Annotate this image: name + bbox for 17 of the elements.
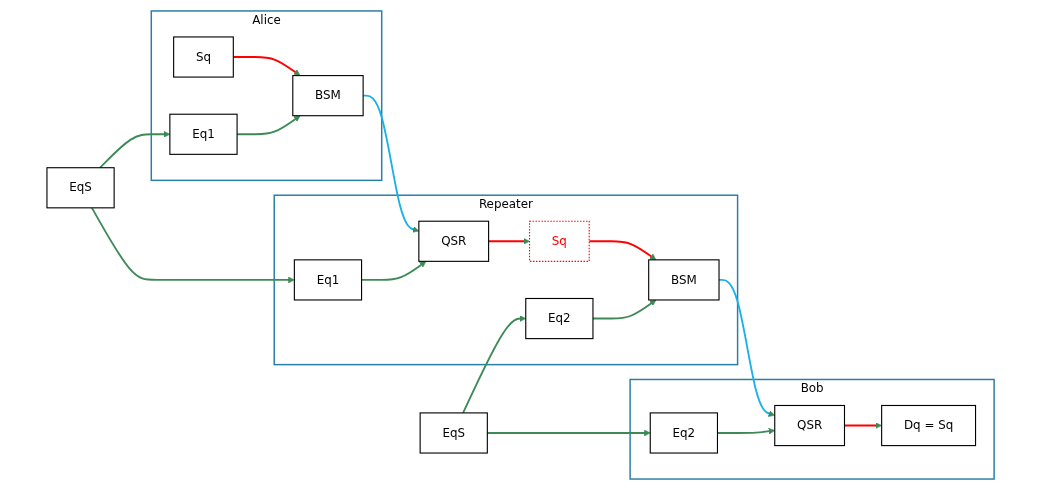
arrow: [99, 131, 171, 169]
arrow: [844, 422, 883, 429]
node-box: Dq = Sq: [881, 404, 977, 447]
node-box: QSR: [774, 404, 846, 447]
arrow: [462, 315, 527, 414]
node-box: BSM: [648, 259, 721, 301]
node-box: QSR: [418, 220, 490, 262]
node-box: Eq2: [525, 297, 594, 340]
node-box: Eq2: [650, 412, 719, 454]
node-box: EqS: [420, 412, 489, 454]
node-box: EqS: [46, 167, 116, 209]
node-box: Eq1: [169, 113, 239, 155]
node-box: Eq1: [294, 259, 363, 301]
node-box: BSM: [292, 75, 365, 117]
arrow: [717, 427, 776, 435]
node-box: Sq: [173, 36, 235, 78]
node-box: Sq: [529, 220, 591, 262]
